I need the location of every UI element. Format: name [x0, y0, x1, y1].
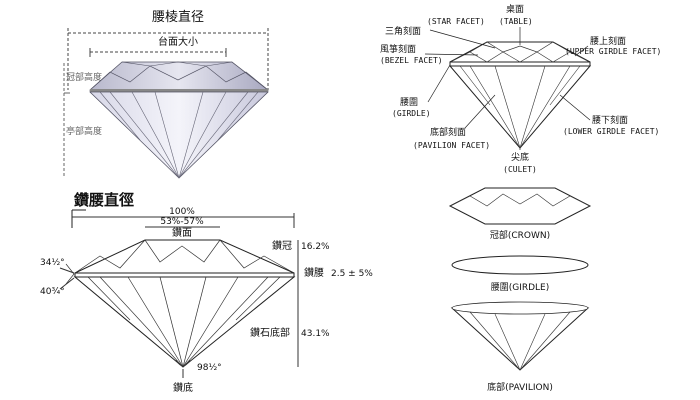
- girdle-outline: [74, 272, 295, 278]
- pavilion-outline: [73, 276, 296, 368]
- upper-girdle-en: (UPPER GIRDLE FACET): [565, 47, 661, 56]
- total-width-label: 100%: [169, 207, 195, 217]
- crown-shape: [88, 61, 270, 91]
- pavilion-label: 鑽石底部: [250, 326, 290, 339]
- upper-girdle-cn: 腰上刻面: [590, 35, 626, 47]
- culet-cn: 尖底: [511, 151, 529, 163]
- pavilion-height-label: 亭部高度: [66, 125, 102, 137]
- lower-girdle-en: (LOWER GIRDLE FACET): [563, 127, 659, 136]
- crown-facets: [89, 65, 269, 91]
- pavilion-part-shape: [450, 307, 590, 371]
- girdle-percent: 2.5 ± 5%: [331, 269, 373, 279]
- culet-angle-arc: [175, 359, 191, 367]
- bezel-facet-en: (BEZEL FACET): [380, 56, 443, 65]
- pavilion-facets: [99, 91, 259, 179]
- table-en: (TABLE): [499, 17, 533, 26]
- pavilion-part-rim: [451, 301, 589, 315]
- crown-angle-pointer: [59, 267, 75, 274]
- right-girdle: [449, 61, 591, 67]
- culet-label: 鑽底: [173, 381, 193, 394]
- pavilion-caption: 底部(PAVILION): [487, 381, 553, 393]
- pavilion-facet-lines: [87, 276, 281, 368]
- leader-lines: [424, 27, 591, 150]
- crown-part-shape: [448, 187, 592, 225]
- right-crown-facets: [449, 41, 591, 63]
- table-cn: 桌面: [506, 3, 524, 15]
- crown-facet-lines: [74, 239, 295, 274]
- girdle-label: 鑽腰: [304, 266, 324, 279]
- pavilion-facet-en: (PAVILION FACET): [413, 141, 490, 150]
- crown-caption: 冠部(CROWN): [490, 229, 550, 241]
- lower-girdle-cn: 腰下刻面: [592, 114, 628, 126]
- right-pavilion-outline: [448, 65, 592, 149]
- proportion-diamond-figure: 鑽腰直徑 100% 53%-57% 鑽面 34½° 40¾°: [40, 191, 373, 394]
- pavilion-facet-cn: 底部刻面: [430, 126, 466, 138]
- culet-angle-label: 98½°: [197, 363, 222, 373]
- girdle-part-shape: [451, 255, 589, 275]
- crown-percent: 16.2%: [301, 242, 330, 252]
- star-facet-cn: 三角刻面: [385, 25, 421, 37]
- pavilion-percent: 43.1%: [301, 329, 330, 339]
- girdle-caption: 腰圍(GIRDLE): [491, 282, 550, 293]
- crown-outline: [74, 239, 295, 274]
- culet-en: (CULET): [503, 165, 537, 174]
- crown-part-facets: [449, 193, 591, 207]
- girdle-band: [90, 89, 268, 92]
- table-label: 鑽面: [172, 226, 192, 239]
- crown-label: 鑽冠: [272, 239, 292, 252]
- table-size-label: 台面大小: [158, 35, 198, 48]
- girdle-diameter-heading: 鑽腰直徑: [74, 191, 134, 209]
- bezel-facet-cn: 風箏刻面: [380, 43, 416, 55]
- pavilion-shape: [89, 91, 269, 179]
- star-facets: [121, 61, 233, 67]
- crown-height-label: 冠部高度: [66, 71, 102, 83]
- girdle-en: (GIRDLE): [392, 109, 431, 118]
- star-facet-en: (STAR FACET): [427, 17, 485, 26]
- girdle-diameter-title: 腰棱直径: [152, 9, 204, 25]
- crown-angle-label: 34½°: [40, 258, 65, 268]
- facet-names-figure: 三角刻面 (STAR FACET) 桌面 (TABLE) 風箏刻面 (BEZEL…: [380, 3, 661, 393]
- pavilion-part-facets: [469, 311, 571, 371]
- pavilion-angle-pointer: [59, 277, 75, 290]
- girdle-angle-mark: [65, 263, 75, 285]
- right-pavilion-facets: [459, 65, 581, 149]
- pavilion-angle-label: 40¾°: [40, 287, 65, 297]
- table-range-label: 53%-57%: [160, 217, 204, 227]
- girdle-cn: 腰圍: [400, 97, 418, 108]
- shaded-diamond-figure: 腰棱直径 台面大小 冠部高度 亭部高度: [63, 9, 270, 179]
